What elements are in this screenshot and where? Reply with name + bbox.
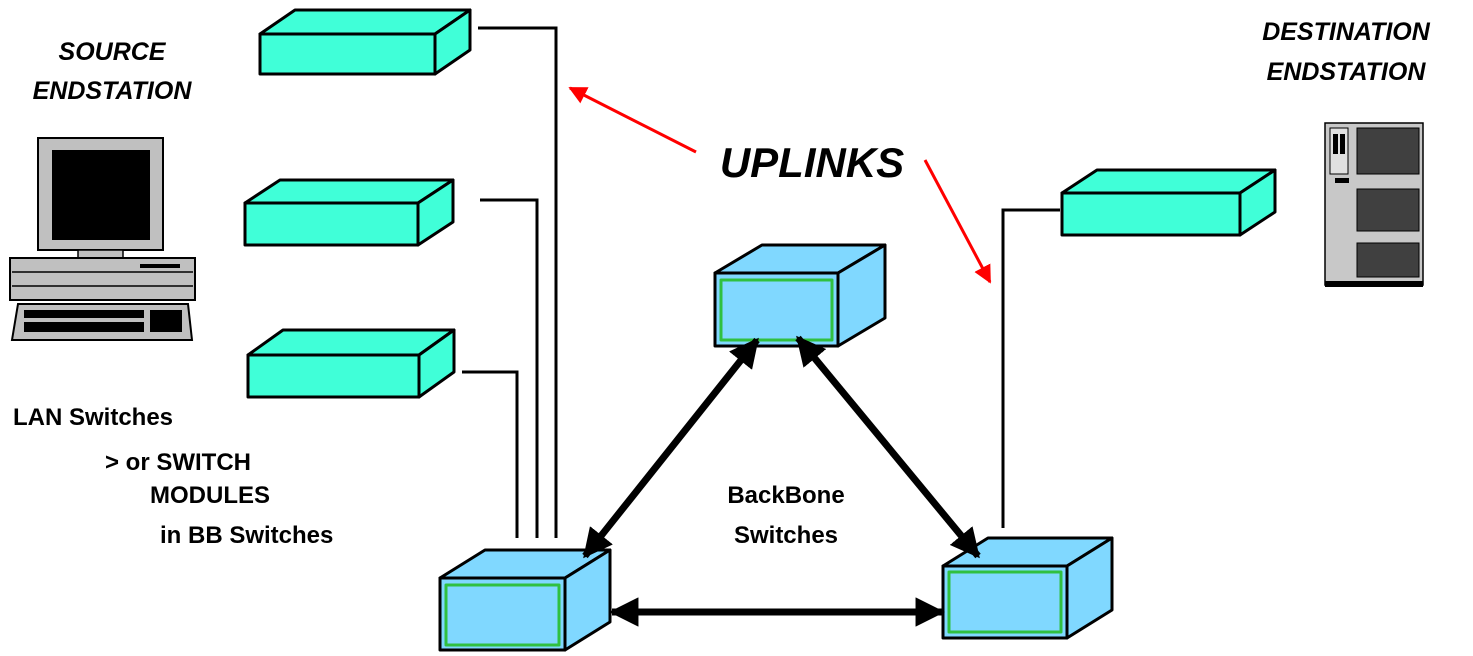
lan-switches-label-line3: MODULES — [150, 482, 270, 509]
uplink-wires — [462, 26, 1060, 538]
wire-lan-switch-3 — [462, 370, 519, 538]
uplink-pointers — [568, 86, 992, 284]
source-label-line1: SOURCE — [59, 38, 167, 66]
lan-switch-4 — [1060, 168, 1277, 237]
destination-label-line2: ENDSTATION — [1267, 58, 1427, 86]
desktop-computer-icon — [9, 137, 196, 341]
destination-label-line1: DESTINATION — [1262, 18, 1431, 46]
link-top-right-arrow — [795, 335, 981, 559]
uplink-arrow-left — [568, 86, 697, 154]
lan-switches-label-line2: > or SWITCH — [105, 449, 251, 476]
link-top-left-arrow — [582, 337, 760, 559]
wire-lan-switch-2 — [480, 198, 539, 538]
source-label-line2: ENDSTATION — [33, 77, 193, 105]
lan-switches-label-line1: LAN Switches — [13, 404, 173, 431]
backbone-switch-top — [713, 243, 887, 348]
uplinks-label: UPLINKS — [720, 139, 904, 186]
lan-switch-3 — [246, 328, 456, 399]
lan-switch-2 — [243, 178, 455, 247]
backbone-switch-left — [438, 548, 612, 652]
wire-lan-switch-1 — [478, 26, 558, 538]
backbone-links — [582, 335, 981, 627]
backbone-label-line1: BackBone — [727, 482, 844, 509]
uplink-arrow-right — [923, 159, 992, 284]
backbone-label-line2: Switches — [734, 522, 838, 549]
server-tower-icon — [1324, 122, 1424, 287]
wire-lan-switch-4 — [1001, 208, 1060, 528]
lan-switches-label-line4: in BB Switches — [160, 522, 333, 549]
backbone-switch-right — [941, 536, 1114, 640]
lan-switch-1 — [258, 8, 472, 76]
